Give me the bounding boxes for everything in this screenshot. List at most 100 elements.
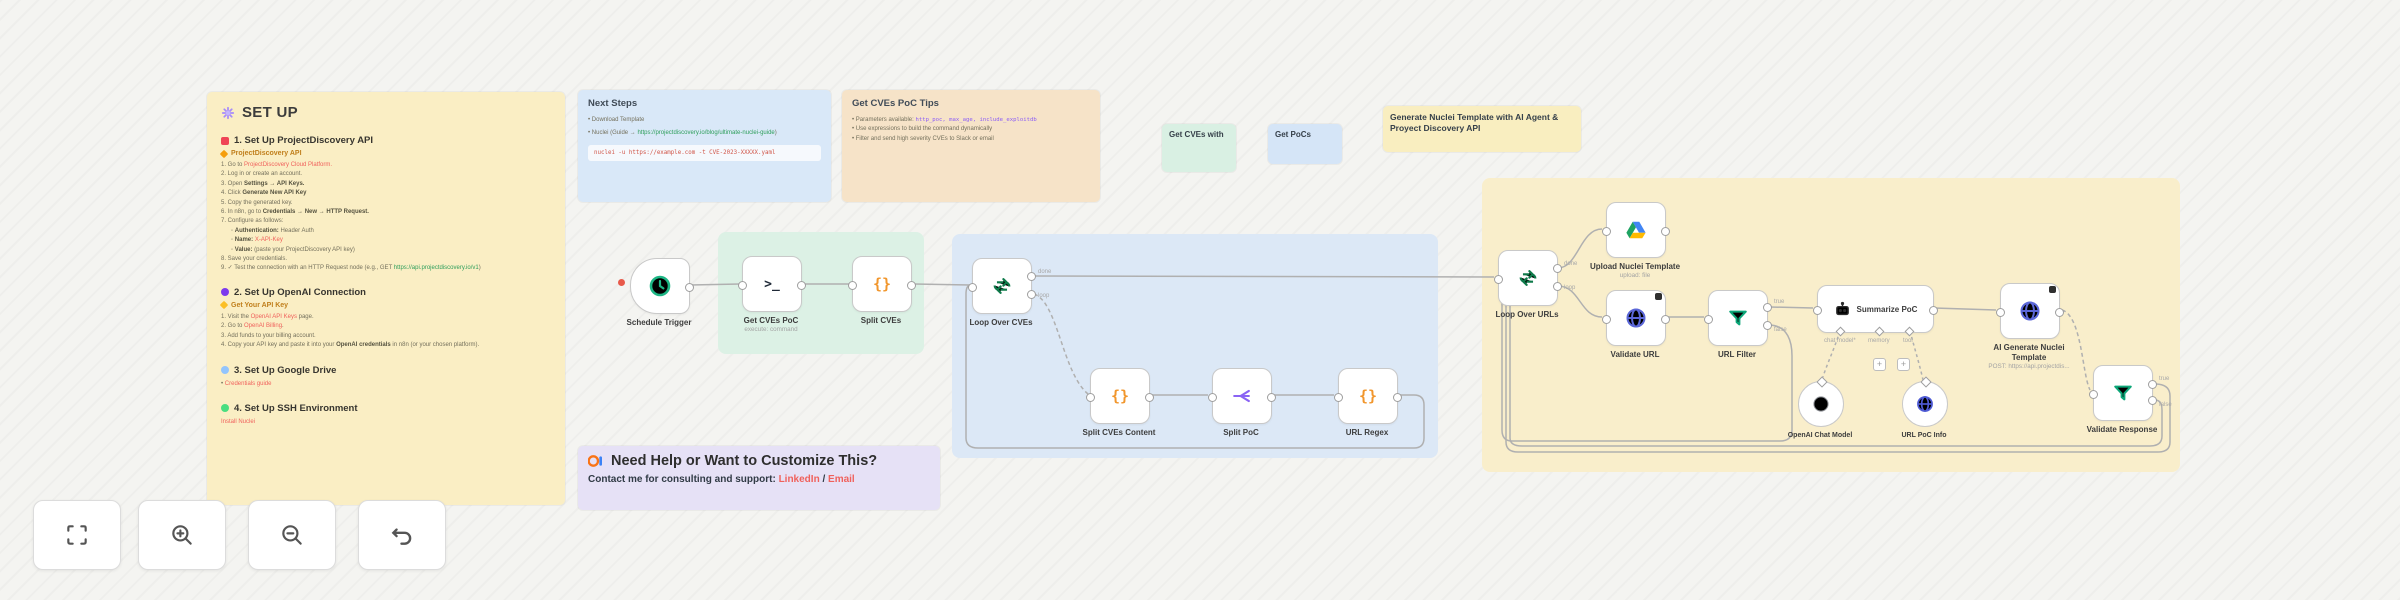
setup-step: 4. Click Generate New API Key — [221, 190, 307, 197]
setup-title: SET UP — [221, 104, 551, 121]
output-port-done[interactable] — [1553, 264, 1562, 273]
node-validate-response[interactable] — [2089, 365, 2153, 421]
trigger-issue-dot — [618, 279, 625, 286]
ssh-icon — [221, 404, 229, 413]
node-split-cves-content[interactable]: {} — [1086, 368, 1154, 424]
red-square-icon — [221, 136, 229, 145]
email-link[interactable]: Email — [828, 474, 855, 485]
port-label: loop — [1038, 293, 1050, 299]
node-label: Split PoC — [1223, 428, 1259, 437]
setup-step: 2. Log in or create an account. — [221, 171, 303, 178]
node-url-filter[interactable] — [1704, 290, 1768, 346]
tips-bullet: • Parameters available: http_poc, max_ag… — [852, 117, 1037, 123]
setup-step: 1. Visit the OpenAI API Keys page. — [221, 313, 314, 320]
tips-title: Get CVEs PoC Tips — [852, 98, 939, 109]
nuclei-command-code: nuclei -u https://example.com -t CVE-202… — [588, 144, 821, 161]
port-label: false — [1774, 327, 1787, 333]
output-port-true[interactable] — [2148, 380, 2157, 389]
node-label: Loop Over URLs — [1495, 310, 1559, 319]
setup-section1-heading: 1. Set Up ProjectDiscovery API — [221, 135, 551, 146]
setup-step: 6. In n8n, go to Credentials → New → HTT… — [221, 209, 369, 216]
node-loop-over-urls[interactable] — [1494, 250, 1558, 306]
help-title: Need Help or Want to Customize This? — [588, 453, 930, 469]
next-steps-bullet: • Download Template — [588, 117, 645, 123]
node-label: Split CVEs Content — [1082, 428, 1156, 437]
undo-button[interactable] — [358, 500, 446, 570]
filter-icon — [1729, 310, 1747, 326]
setup-substep: ◦ Authentication: Header Auth — [231, 227, 314, 234]
node-label: Upload Nuclei Template — [1589, 262, 1681, 271]
tips-bullet: • Use expressions to build the command d… — [852, 126, 993, 133]
split-out-icon — [1233, 389, 1250, 403]
node-schedule-trigger[interactable] — [630, 258, 694, 314]
node-split-cves[interactable]: {} — [848, 256, 916, 312]
setup-step: 4. Copy your API key and paste it into y… — [221, 342, 480, 349]
linkedin-link[interactable]: LinkedIn — [778, 474, 820, 485]
next-steps-title: Next Steps — [588, 98, 638, 109]
node-label: Loop Over CVEs — [969, 318, 1033, 327]
setup-section2-subheading: Get Your API Key — [219, 301, 551, 310]
sticky-get-cves-with[interactable]: Get CVEs with — [1162, 124, 1236, 172]
node-label: Split CVEs — [860, 316, 902, 325]
port-label: chat model* — [1824, 338, 1856, 344]
zoom-out-icon — [282, 525, 302, 545]
node-label: Get CVEs PoC — [743, 316, 799, 325]
output-port-loop[interactable] — [1553, 282, 1562, 291]
add-memory-button[interactable]: + — [1873, 358, 1886, 371]
zoom-in-button[interactable] — [138, 500, 226, 570]
node-get-cves-poc[interactable]: >_ — [738, 256, 806, 312]
setup-gear-icon — [221, 106, 235, 119]
setup-step: 9. ✓ Test the connection with an HTTP Re… — [221, 265, 481, 272]
zoom-to-fit-button[interactable] — [33, 500, 121, 570]
node-label: Schedule Trigger — [626, 318, 692, 327]
node-url-poc-info[interactable] — [1902, 381, 1948, 427]
setup-substep: ◦ Value: (paste your ProjectDiscovery AP… — [231, 246, 355, 253]
sticky-setup[interactable]: SET UP 1. Set Up ProjectDiscovery API Pr… — [207, 92, 565, 505]
node-url-regex[interactable]: {} — [1334, 368, 1402, 424]
key-icon — [219, 301, 229, 310]
help-logo-icon — [588, 455, 602, 467]
node-loop-over-cves[interactable] — [968, 258, 1032, 314]
setup-section1-subheading: ProjectDiscovery API — [219, 149, 551, 158]
sticky-get-pocs[interactable]: Get PoCs — [1268, 124, 1342, 164]
node-openai-chat-model[interactable] — [1798, 381, 1844, 427]
output-port-false[interactable] — [2148, 396, 2157, 405]
node-label: Validate Response — [2086, 425, 2158, 434]
sticky-help[interactable]: Need Help or Want to Customize This? Con… — [578, 446, 940, 510]
node-label: Summarize PoC — [1856, 304, 1918, 314]
port-label: loop — [1564, 285, 1576, 291]
robot-icon — [1835, 301, 1849, 315]
zoom-in-icon — [172, 525, 192, 545]
node-ai-generate-nuclei-template[interactable] — [1996, 283, 2064, 339]
code-braces-icon: {} — [1358, 387, 1378, 405]
undo-icon — [391, 528, 412, 545]
zoom-out-button[interactable] — [248, 500, 336, 570]
sticky-next-steps[interactable]: Next Steps • Download Template • Nuclei … — [578, 90, 831, 202]
globe-icon — [2020, 301, 2040, 321]
output-port-done[interactable] — [1027, 272, 1036, 281]
output-port-loop[interactable] — [1027, 290, 1036, 299]
setup-step: Install Nuclei — [221, 418, 256, 425]
node-summarize-poc[interactable]: Summarize PoC — [1813, 285, 1938, 333]
node-upload-nuclei-template[interactable] — [1602, 202, 1670, 258]
output-port-false[interactable] — [1763, 321, 1772, 330]
setup-step: 3. Add funds to your billing account. — [221, 332, 316, 339]
output-port-true[interactable] — [1763, 303, 1772, 312]
drive-icon — [221, 366, 229, 374]
node-badge-icon — [2049, 286, 2056, 293]
setup-step: 5. Copy the generated key. — [221, 199, 293, 206]
node-split-poc[interactable] — [1208, 368, 1276, 424]
port-label: done — [1038, 269, 1052, 275]
help-contact-line: Contact me for consulting and support: L… — [588, 474, 855, 485]
purple-dot-icon — [221, 288, 229, 297]
sticky-generate-nuclei-title[interactable]: Generate Nuclei Template with AI Agent &… — [1383, 106, 1581, 152]
sticky-get-cves-poc-tips[interactable]: Get CVEs PoC Tips • Parameters available… — [842, 90, 1100, 202]
node-validate-url[interactable] — [1602, 290, 1670, 346]
clock-icon — [649, 275, 671, 297]
add-tool-button[interactable]: + — [1897, 358, 1910, 371]
globe-icon — [1626, 308, 1646, 328]
node-label: URL Regex — [1345, 428, 1389, 437]
node-label: URL Filter — [1717, 350, 1757, 359]
